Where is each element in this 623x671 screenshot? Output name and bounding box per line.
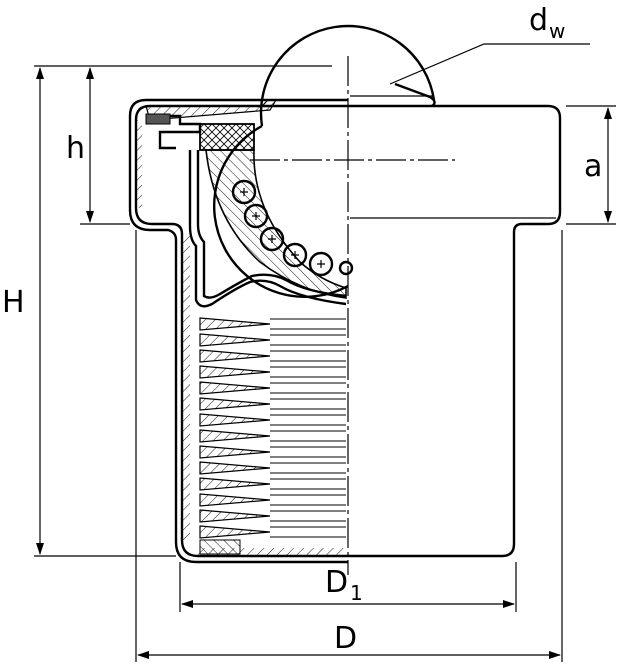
dimension-lines bbox=[34, 43, 616, 662]
support-ball bbox=[243, 203, 269, 229]
dw-label-sub: w bbox=[549, 19, 565, 43]
disc-spring bbox=[199, 317, 346, 331]
support-ball bbox=[231, 179, 257, 205]
dimension-label-dw: d w bbox=[529, 3, 565, 43]
support-ball bbox=[282, 242, 308, 268]
support-ball bbox=[338, 260, 354, 276]
dw-label-main: d bbox=[529, 3, 548, 38]
disc-spring-stack bbox=[199, 317, 346, 539]
disc-spring bbox=[199, 477, 346, 491]
dimension-label-D: D bbox=[334, 621, 357, 656]
dimension-label-a: a bbox=[584, 149, 602, 184]
disc-spring bbox=[199, 381, 346, 395]
housing-outline-right bbox=[348, 104, 562, 558]
disc-spring bbox=[199, 397, 346, 411]
D1-label-main: D bbox=[325, 565, 348, 600]
disc-spring bbox=[199, 525, 346, 539]
disc-spring bbox=[199, 333, 346, 347]
dimension-label-h: h bbox=[66, 131, 85, 166]
dimension-label-H: H bbox=[2, 285, 25, 320]
disc-spring bbox=[199, 365, 346, 379]
D1-label-sub: 1 bbox=[350, 581, 363, 605]
disc-spring bbox=[199, 429, 346, 443]
disc-spring bbox=[199, 413, 346, 427]
support-ball bbox=[308, 251, 334, 277]
support-ball bbox=[259, 226, 285, 252]
disc-spring bbox=[199, 493, 346, 507]
center-lines bbox=[250, 56, 455, 575]
disc-spring bbox=[199, 509, 346, 523]
dimension-label-D1: D 1 bbox=[325, 565, 363, 605]
disc-spring bbox=[199, 349, 346, 363]
support-balls bbox=[231, 179, 354, 277]
disc-spring bbox=[199, 461, 346, 475]
housing-section-left bbox=[128, 98, 348, 564]
disc-spring bbox=[199, 445, 346, 459]
